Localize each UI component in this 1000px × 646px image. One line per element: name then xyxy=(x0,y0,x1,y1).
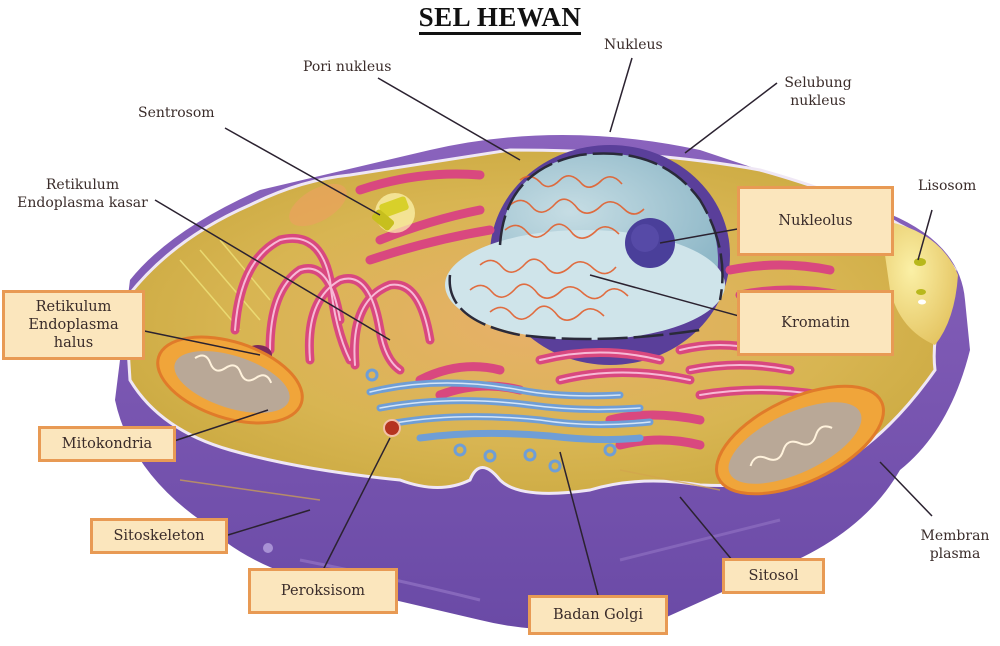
box-nukleolus: Nukleolus xyxy=(737,186,894,256)
chromatin xyxy=(469,175,645,321)
nucleus xyxy=(445,152,725,341)
box-re-halus: Retikulum Endoplasma halus xyxy=(2,290,145,360)
label-membran-line1: Membran xyxy=(920,528,990,544)
label-nukleus: Nukleus xyxy=(604,37,663,53)
box-mitokondria: Mitokondria xyxy=(38,426,176,462)
label-re-kasar: Retikulum Endoplasma kasar xyxy=(5,176,160,212)
label-sentrosom: Sentrosom xyxy=(138,105,215,121)
label-membran-plasma: Membran plasma xyxy=(915,527,995,563)
golgi-apparatus xyxy=(365,368,654,473)
title-text: SEL HEWAN xyxy=(418,2,582,35)
label-selubung-nukleus: Selubung nukleus xyxy=(778,74,858,110)
centrosome xyxy=(371,193,415,233)
label-re-kasar-line1: Retikulum xyxy=(45,177,120,193)
diagram-title: SEL HEWAN xyxy=(0,2,1000,35)
label-membran-line2: plasma xyxy=(929,546,981,562)
mitochondria xyxy=(156,183,885,496)
box-re-halus-line3: halus xyxy=(53,335,94,351)
box-kromatin: Kromatin xyxy=(737,290,894,356)
box-sitosol: Sitosol xyxy=(722,558,825,594)
label-lisosom: Lisosom xyxy=(918,178,977,194)
box-badan-golgi: Badan Golgi xyxy=(528,595,668,635)
label-re-kasar-line2: Endoplasma kasar xyxy=(17,195,148,211)
peroxisome xyxy=(383,419,401,437)
label-pori-nukleus: Pori nukleus xyxy=(303,59,392,75)
box-re-halus-line2: Endoplasma xyxy=(28,317,119,333)
label-selubung-line2: nukleus xyxy=(790,93,846,109)
label-selubung-line1: Selubung xyxy=(784,75,852,91)
box-sitoskeleton: Sitoskeleton xyxy=(90,518,228,554)
box-peroksisom: Peroksisom xyxy=(248,568,398,614)
box-re-halus-line1: Retikulum xyxy=(35,299,112,315)
